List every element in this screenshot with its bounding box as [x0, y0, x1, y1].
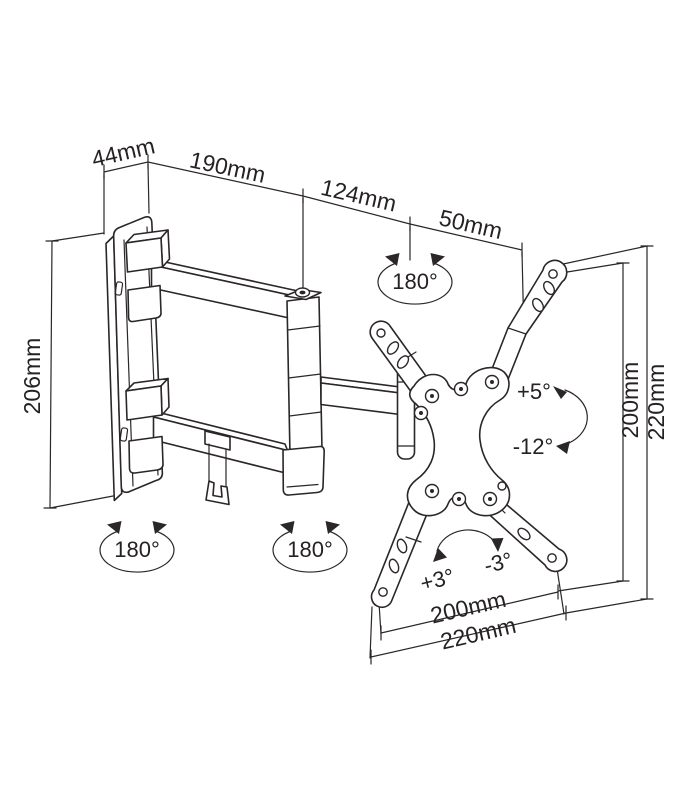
vesa-strap-se: [481, 493, 568, 573]
angle-label-roll-left: +3°: [418, 563, 457, 595]
elbow-swivel-arc: [272, 530, 348, 573]
wall-plate: [105, 216, 164, 502]
bottom-dimension-200: [380, 591, 559, 634]
angle-label-tilt-up: +5°: [517, 379, 551, 404]
head-swivel-arc: [377, 262, 453, 305]
vesa-screw-bosses: [413, 374, 507, 507]
cable-clip: [204, 430, 231, 506]
upper-arm: [148, 257, 302, 322]
dim-label-44mm: 44mm: [89, 132, 157, 172]
bottom-dimension-220: [370, 612, 567, 658]
upper-hinge: [125, 229, 171, 323]
dim-label-206mm: 206mm: [19, 338, 45, 415]
wall-swivel-arc: [99, 530, 175, 573]
dim-label-right-220mm: 220mm: [643, 364, 669, 441]
angle-label-head-swivel: 180°: [392, 269, 438, 294]
dim-label-right-200mm: 200mm: [617, 362, 643, 439]
dimension-lines: [43, 154, 654, 665]
rotation-symbols: [99, 253, 588, 573]
roll-arc: [436, 529, 495, 552]
angle-label-elbow-swivel: 180°: [287, 537, 333, 562]
dim-label-190mm: 190mm: [187, 146, 267, 187]
vesa-plate: [406, 366, 511, 517]
left-dimension-206: [49, 240, 53, 509]
vesa-strap-sw: [370, 491, 432, 609]
tilt-arc: [564, 389, 588, 444]
angle-label-roll-right: -3°: [481, 547, 515, 578]
angle-label-tilt-down: -12°: [513, 434, 554, 459]
angle-labels: 180° 180° 180° +5° -12° +3° -3°: [114, 269, 553, 596]
lower-hinge: [125, 377, 170, 474]
elbow-joint: [282, 287, 325, 496]
vesa-strap-ne: [489, 259, 568, 383]
angle-label-wall-swivel: 180°: [114, 537, 160, 562]
forearm: [320, 376, 405, 416]
